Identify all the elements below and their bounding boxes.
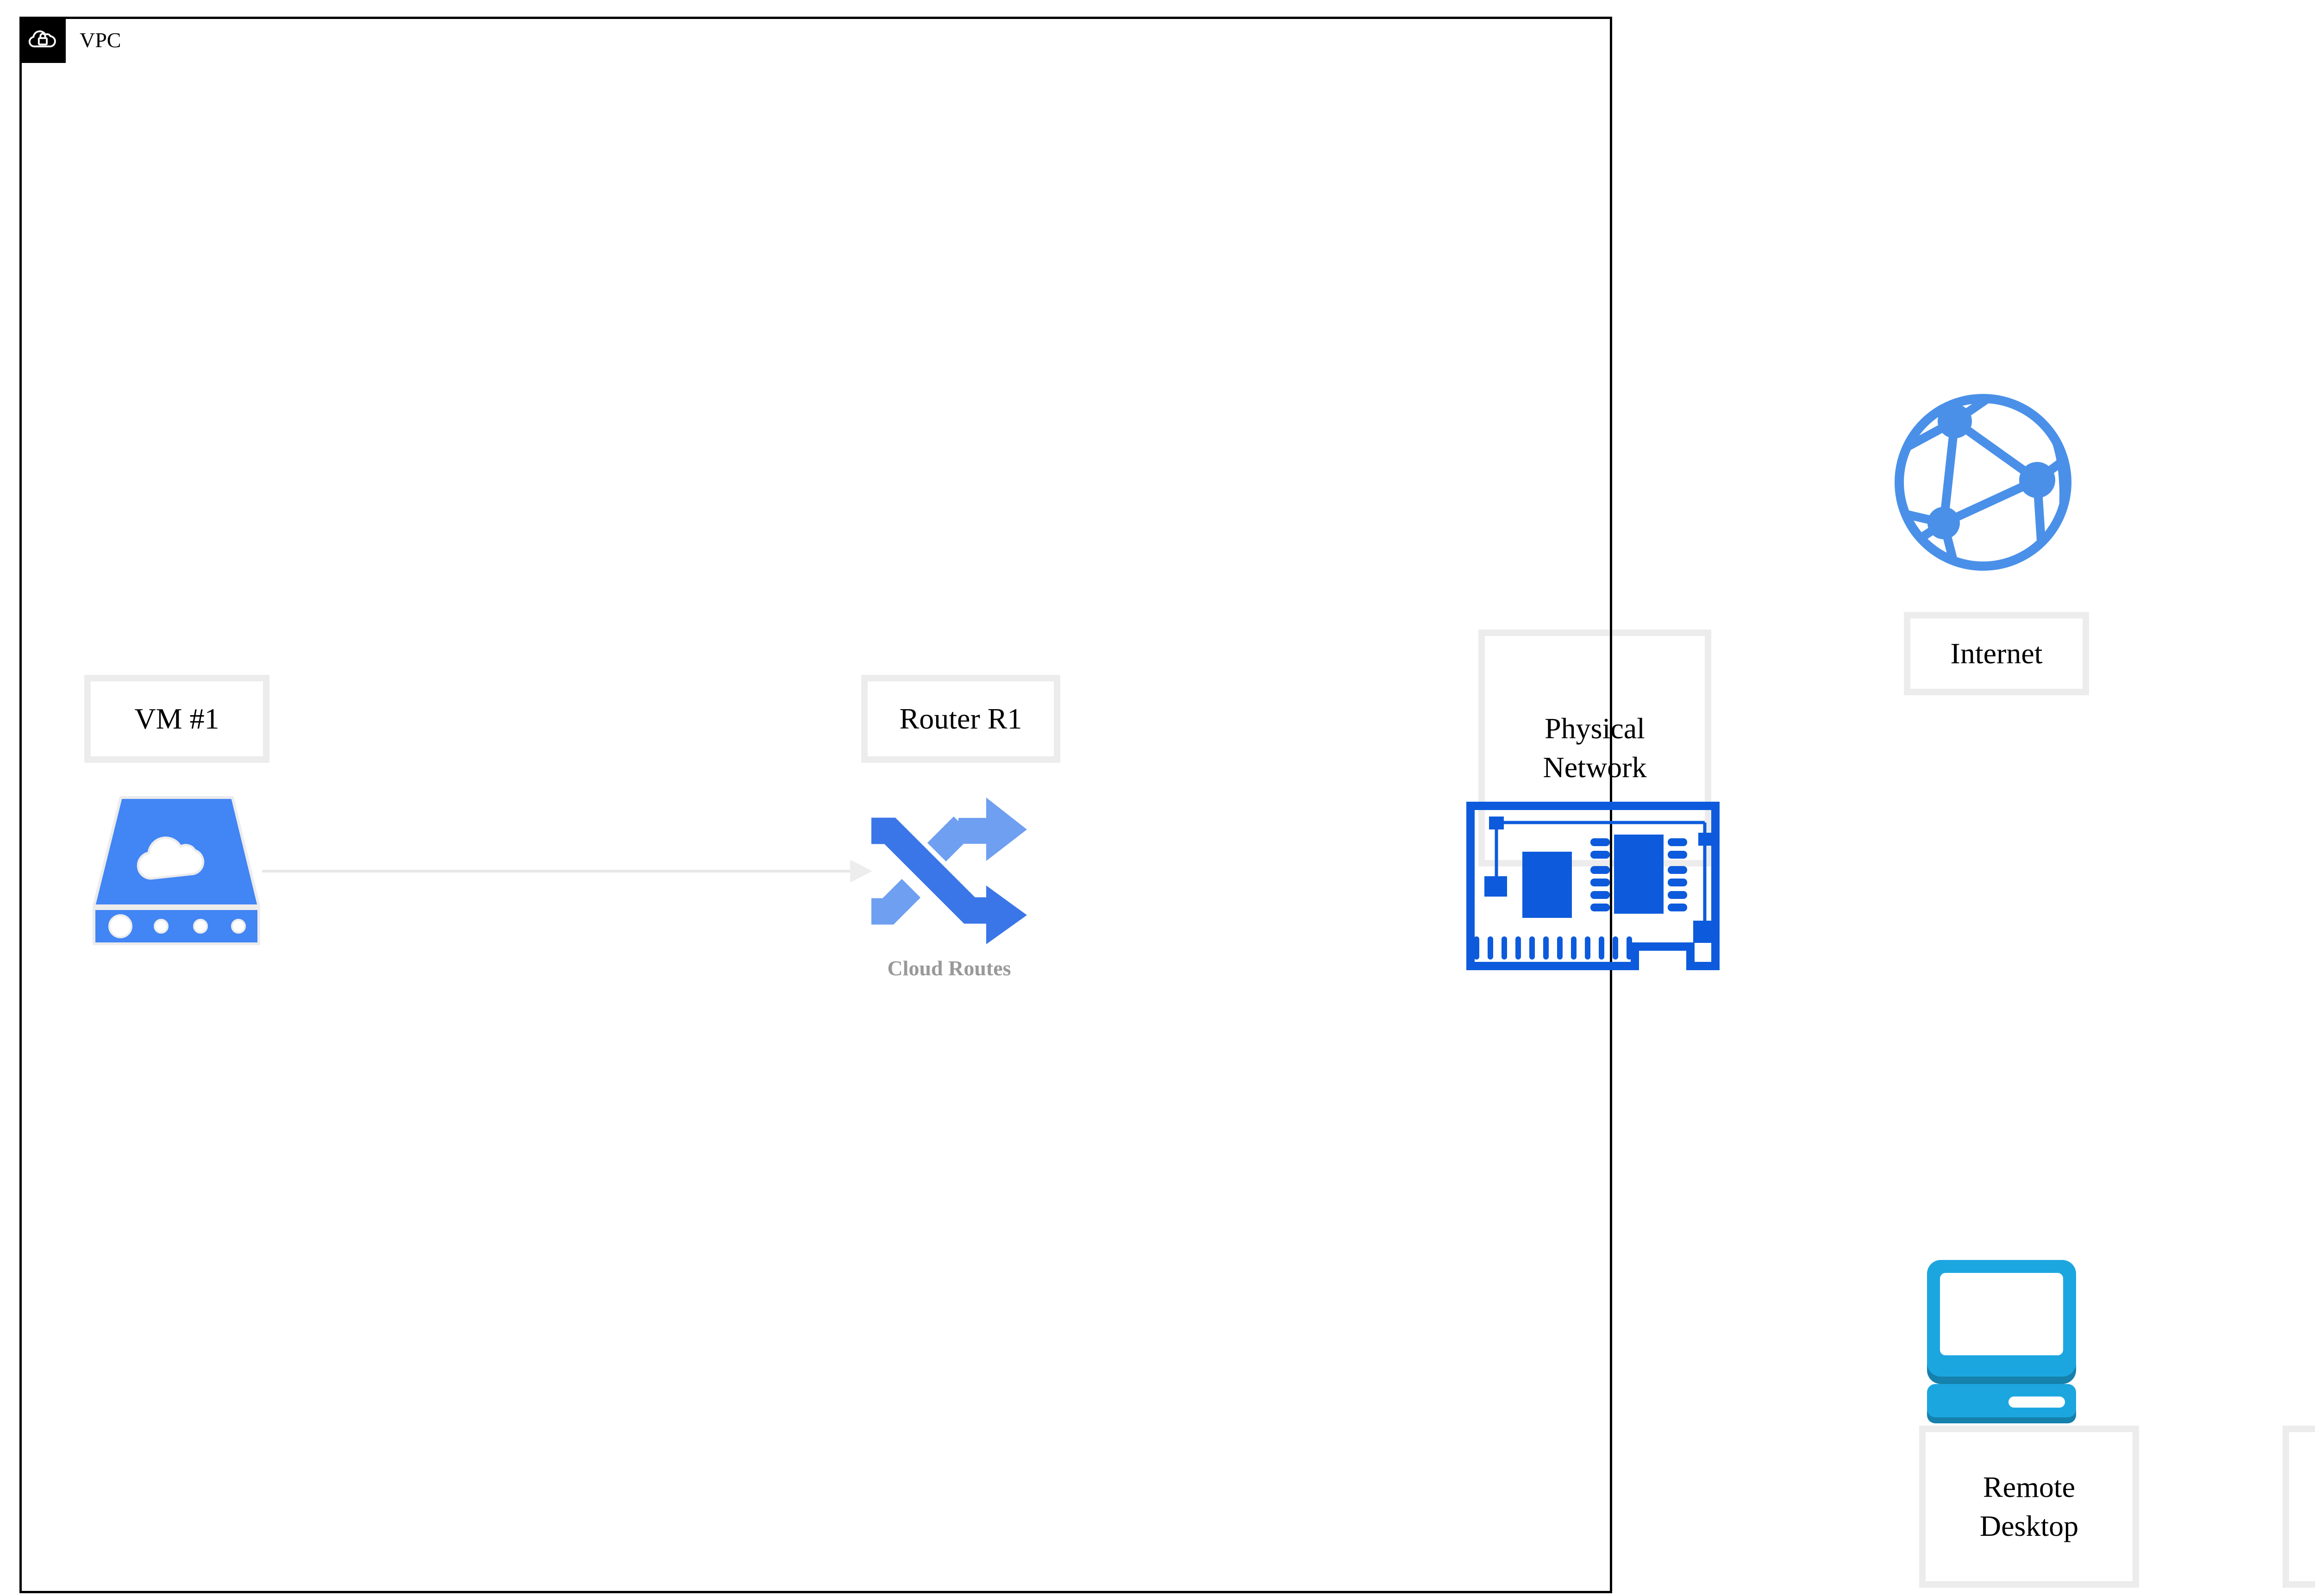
globe-network-icon[interactable] (1888, 387, 2078, 577)
vpc-badge (19, 17, 66, 63)
router-r1-label-text: Router R1 (899, 702, 1022, 735)
cloud-routes-caption: Cloud Routes (887, 956, 1011, 980)
node-router-r1-label[interactable]: Router R1 (861, 675, 1060, 763)
vm1-label-text: VM #1 (134, 702, 219, 735)
node-internet-label[interactable]: Internet (1904, 612, 2089, 695)
remote-desktop-label-text: Remote Desktop (1979, 1470, 2079, 1542)
shuffle-arrows-icon[interactable] (871, 797, 1027, 945)
edge-vm1-to-router-arrow (259, 851, 875, 891)
node-physical-network-label[interactable]: Physical Network (1478, 630, 1711, 867)
database-cylinder-icon[interactable] (2313, 1261, 2315, 1421)
vpc-label: VPC (80, 28, 121, 52)
laptop-icon[interactable] (1927, 1260, 2076, 1424)
cloud-lock-icon (23, 19, 63, 61)
internet-label-text: Internet (1950, 636, 2043, 670)
node-s3-storage-label[interactable]: S3 Storage (2283, 1426, 2315, 1588)
physical-network-label-text: Physical Network (1543, 711, 1647, 784)
node-remote-desktop-label[interactable]: Remote Desktop (1919, 1426, 2139, 1588)
vm-server-icon[interactable] (92, 796, 261, 945)
network-card-icon[interactable] (1464, 799, 1722, 972)
node-vm1-label[interactable]: VM #1 (84, 675, 269, 763)
